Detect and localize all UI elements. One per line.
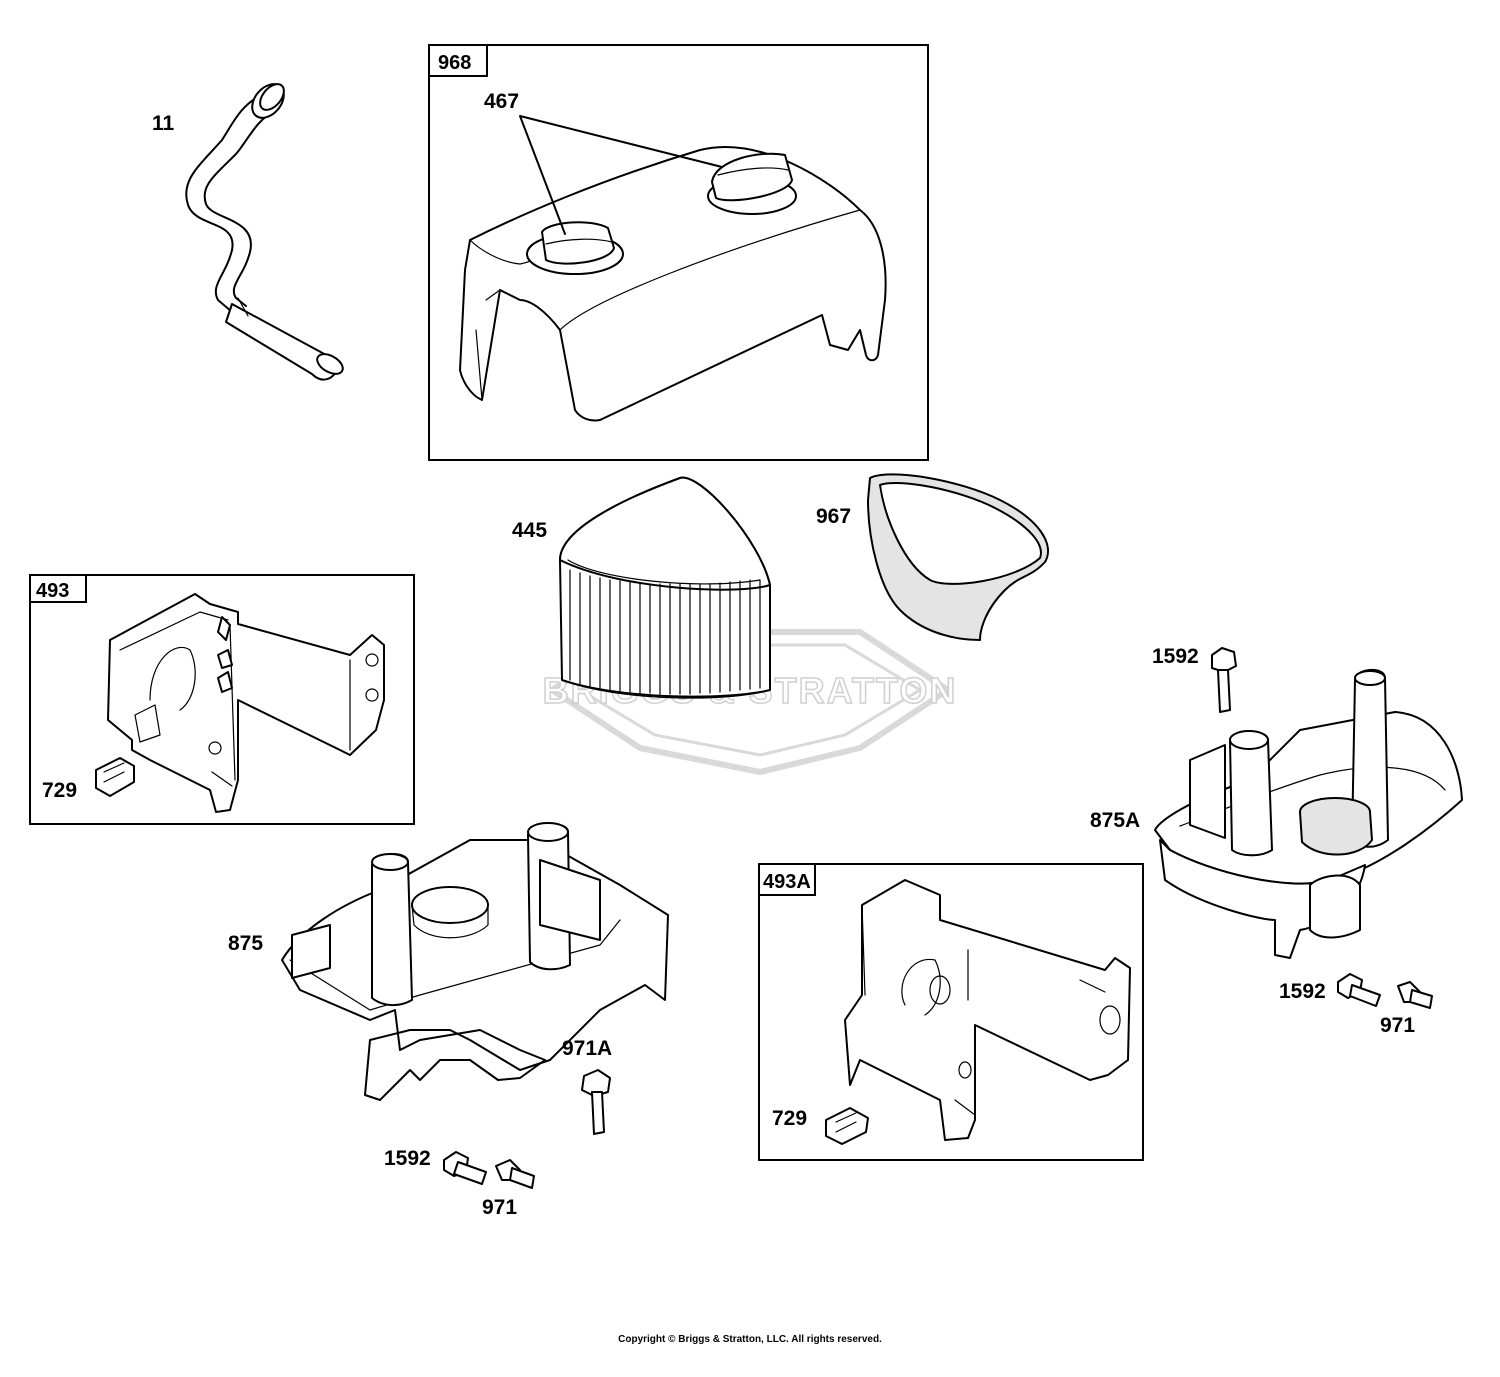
callout-729-a: 729 [42, 779, 77, 802]
callout-11: 11 [152, 112, 175, 135]
copyright-notice: Copyright © Briggs & Stratton, LLC. All … [618, 1334, 882, 1345]
callout-971-c: 971 [1380, 1014, 1415, 1037]
frame-968-tab [428, 44, 488, 77]
part-11-breather-tube[interactable] [185, 78, 346, 381]
callout-1592-c: 1592 [1152, 645, 1199, 668]
callout-971a: 971A [562, 1037, 612, 1060]
part-971-bolt-right[interactable] [1397, 981, 1433, 1009]
part-445-air-filter[interactable] [559, 476, 771, 699]
part-729-clip-b[interactable] [825, 1107, 869, 1145]
part-875a-base[interactable] [1154, 669, 1463, 959]
box-label-493: 493 [36, 580, 69, 602]
part-1592-bolt-top[interactable] [1211, 647, 1237, 713]
part-967-pre-cleaner[interactable] [867, 473, 1049, 641]
part-493-bracket[interactable] [107, 593, 385, 813]
box-label-968: 968 [438, 52, 471, 74]
frame-968 [428, 44, 929, 461]
part-875-base[interactable] [281, 822, 669, 1101]
part-1592-bolt-right[interactable] [1337, 973, 1381, 1007]
callout-445: 445 [512, 519, 547, 542]
callout-467: 467 [484, 90, 519, 113]
leader-467 [519, 115, 723, 235]
part-493a-bracket[interactable] [844, 879, 1131, 1141]
callout-875a: 875A [1090, 809, 1140, 832]
callout-967: 967 [816, 505, 851, 528]
part-971a-bolt[interactable] [581, 1069, 611, 1135]
callout-729-b: 729 [772, 1107, 807, 1130]
part-971-bolt-bottom[interactable] [495, 1159, 535, 1189]
frame-493 [29, 574, 415, 825]
box-label-493a: 493A [763, 871, 811, 893]
frame-493-tab [29, 574, 87, 603]
part-729-clip[interactable] [95, 757, 135, 797]
callout-971-b: 971 [482, 1196, 517, 1219]
callout-1592-b2: 1592 [1279, 980, 1326, 1003]
frame-493a [758, 863, 1144, 1161]
callout-875: 875 [228, 932, 263, 955]
frame-493a-tab [758, 863, 816, 896]
callout-1592-b: 1592 [384, 1147, 431, 1170]
part-1592-bolt-bottom[interactable] [443, 1151, 487, 1185]
part-968-cover[interactable] [459, 146, 887, 422]
